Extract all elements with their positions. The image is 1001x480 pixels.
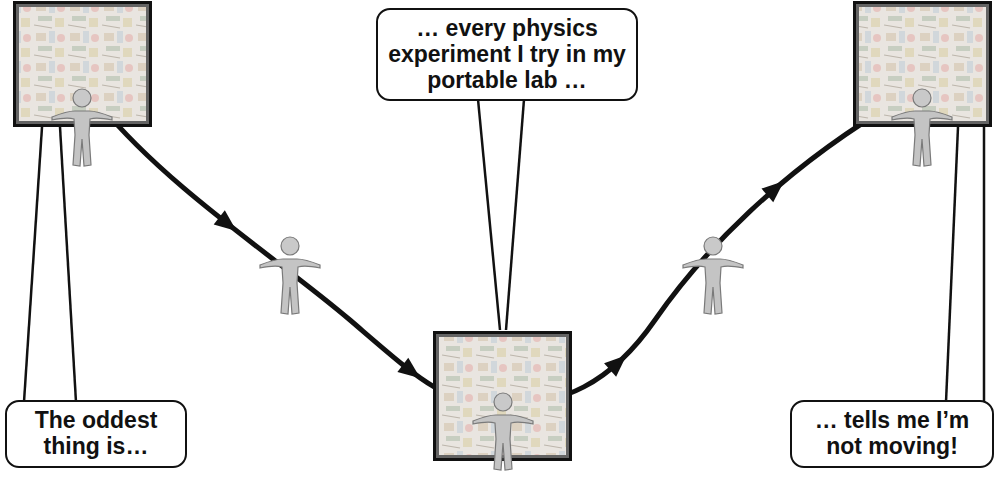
speech-text: The oddest thing is… [15,408,177,460]
arrowhead [397,358,425,386]
person-figure [892,89,952,166]
bubble-tail-line [983,127,986,402]
speech-text: … every physics experiment I try in my p… [386,16,628,93]
speech-bubble: The oddest thing is… [5,400,187,468]
person-figure [52,89,112,166]
person-figure [473,393,533,470]
speech-bubble: … tells me I’m not moving! [790,400,994,468]
bubble-tail [24,127,76,402]
bubble-tail-line [478,99,500,330]
person-figure [683,237,743,314]
bubble-tail-line [24,127,42,402]
bubble-tail [946,127,984,402]
speech-bubble: … every physics experiment I try in my p… [376,8,638,101]
arrowhead [762,174,790,202]
bubble-tail [478,99,524,330]
bubble-tail-line [60,127,76,402]
arrowhead [214,210,242,238]
bubble-tail-line [506,99,524,330]
bubble-tail-line [946,127,958,402]
person-figure [260,237,320,314]
speech-text: … tells me I’m not moving! [800,408,984,460]
arrowhead [604,349,632,377]
